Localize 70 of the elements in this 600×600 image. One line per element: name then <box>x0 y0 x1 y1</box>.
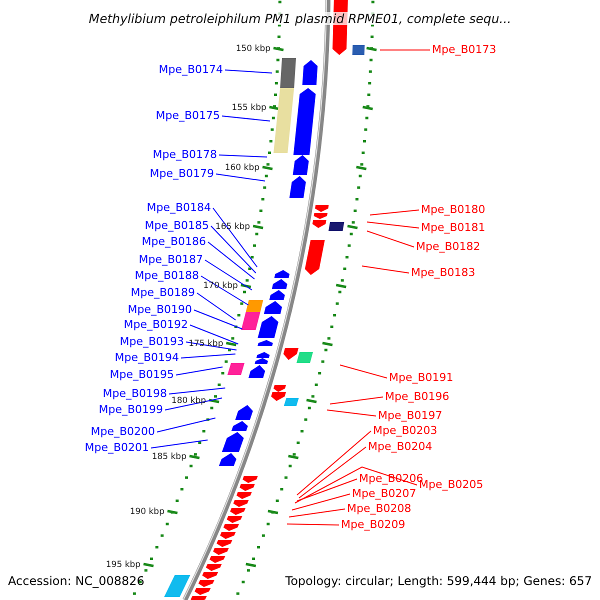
genome-info-text: Topology: circular; Length: 599,444 bp; Genes: 657 <box>285 575 592 588</box>
gene-label: Mpe_B0183 <box>411 266 476 279</box>
leader-line <box>218 154 268 158</box>
gene-label: Mpe_B0204 <box>368 440 432 453</box>
gene-label: Mpe_B0191 <box>389 371 454 384</box>
leader-line <box>156 418 216 432</box>
gene-label: Mpe_B0196 <box>385 390 450 403</box>
gene-label: Mpe_B0203 <box>373 424 438 437</box>
leader-line <box>196 292 236 320</box>
gene-label: Mpe_B0188 <box>134 269 199 282</box>
gene-label: Mpe_B0182 <box>416 240 480 253</box>
gene-label: Mpe_B0207 <box>352 487 416 500</box>
tick-label: 185 kbp <box>152 451 186 464</box>
gene-label: Mpe_B0184 <box>146 201 211 214</box>
leader-line <box>208 242 255 280</box>
leader-line <box>292 494 350 510</box>
leader-line <box>362 266 410 274</box>
tick-label: 190 kbp <box>130 506 164 519</box>
leader-line <box>204 260 252 290</box>
gene-label: Mpe_B0186 <box>142 235 206 248</box>
gene-label: Mpe_B0200 <box>90 425 155 438</box>
tick-label: 155 kbp <box>232 102 266 115</box>
leader-line <box>330 396 384 404</box>
accession-text: Accession: NC_008826 <box>8 575 144 588</box>
gene-label: Mpe_B0193 <box>120 335 184 348</box>
leader-line <box>370 210 420 216</box>
gene-label: Mpe_B0201 <box>84 441 149 454</box>
gene-label: Mpe_B0174 <box>158 63 223 76</box>
tick-label: 170 kbp <box>203 280 238 293</box>
leader-line <box>224 70 272 74</box>
gene-label: Mpe_B0198 <box>102 387 167 400</box>
tick-label: 195 kbp <box>106 559 141 572</box>
leader-line <box>298 446 366 498</box>
gene-label: Mpe_B0185 <box>144 219 209 232</box>
tick-label: 150 kbp <box>236 43 270 56</box>
leader-line <box>286 524 340 526</box>
gene-label: Mpe_B0179 <box>150 167 214 180</box>
leader-line <box>176 366 224 376</box>
gene-label: Mpe_B0187 <box>138 253 203 266</box>
leader-line <box>366 222 420 228</box>
leader-line <box>210 226 256 274</box>
leader-line <box>326 410 376 416</box>
tick-label: 160 kbp <box>224 162 260 175</box>
leader-line <box>296 478 358 502</box>
gene-label: Mpe_B0199 <box>98 403 163 416</box>
leader-line <box>296 430 372 496</box>
leader-line <box>194 310 243 330</box>
gene-label: Mpe_B0173 <box>432 43 496 56</box>
gene-label: Mpe_B0192 <box>124 318 188 331</box>
gene-label: Mpe_B0178 <box>152 148 217 161</box>
leader-line <box>212 208 258 268</box>
leader-line <box>222 116 270 122</box>
leader-line <box>340 364 388 378</box>
gene-label: Mpe_B0180 <box>421 203 486 216</box>
leader-line <box>200 276 249 306</box>
gene-label: Mpe_B0209 <box>341 518 406 531</box>
gene-label: Mpe_B0208 <box>347 502 412 515</box>
gene-label: Mpe_B0190 <box>128 303 192 316</box>
leader-line <box>150 440 208 448</box>
leader-line <box>168 388 226 394</box>
gene-label: Mpe_B0175 <box>156 109 220 122</box>
leader-line <box>180 354 236 358</box>
gene-label: Mpe_B0194 <box>114 351 179 364</box>
gene-label: Mpe_B0189 <box>130 286 195 299</box>
gene-label: Mpe_B0197 <box>378 409 442 422</box>
leader-line <box>288 508 346 518</box>
leader-line <box>216 174 266 182</box>
gene-label: Mpe_B0181 <box>421 221 486 234</box>
gene-label: Mpe_B0195 <box>110 368 174 381</box>
leader-line <box>366 230 414 248</box>
